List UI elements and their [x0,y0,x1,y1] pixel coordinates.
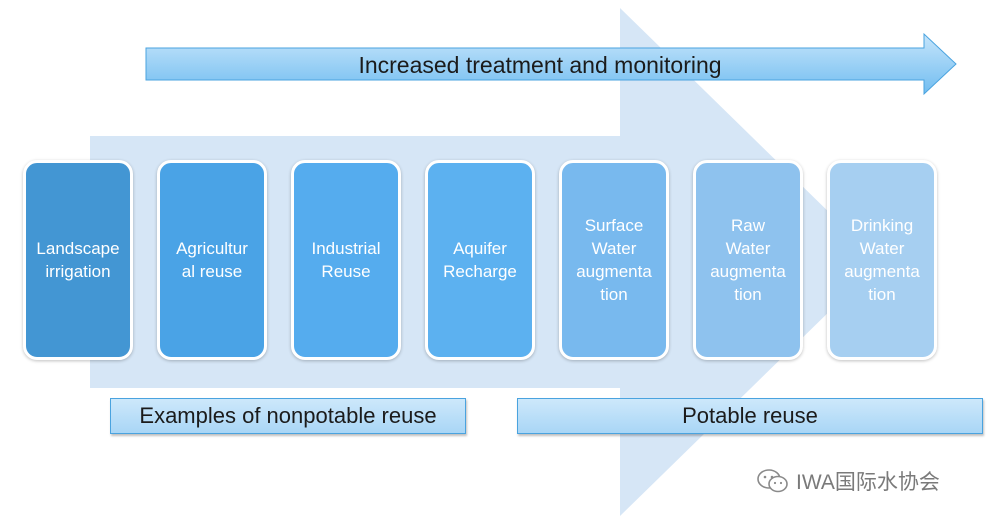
step-surface-water-augmentation: Surface Water augmenta tion [559,160,669,360]
step-label: Industrial Reuse [311,239,381,281]
potable-group-label: Potable reuse [517,398,983,434]
nonpotable-group-label: Examples of nonpotable reuse [110,398,466,434]
step-label: Aquifer Recharge [443,239,517,281]
step-label: Drinking Water augmenta tion [844,216,920,304]
wechat-icon [757,469,788,493]
top-arrow-shape [145,32,957,96]
step-raw-water-augmentation: Raw Water augmenta tion [693,160,803,360]
step-landscape-irrigation: Landscape irrigation [23,160,133,360]
step-label: Surface Water augmenta tion [576,216,652,304]
step-label: Raw Water augmenta tion [710,216,786,304]
watermark: IWA国际水协会 [756,466,940,496]
step-aquifer-recharge: Aquifer Recharge [425,160,535,360]
step-label: Agricultur al reuse [176,239,248,281]
step-drinking-water-augmentation: Drinking Water augmenta tion [827,160,937,360]
top-arrow-label: Increased treatment and monitoring [358,51,722,78]
step-agricultural-reuse: Agricultur al reuse [157,160,267,360]
step-industrial-reuse: Industrial Reuse [291,160,401,360]
step-label: Landscape irrigation [36,239,120,281]
watermark-text: IWA国际水协会 [796,471,940,494]
